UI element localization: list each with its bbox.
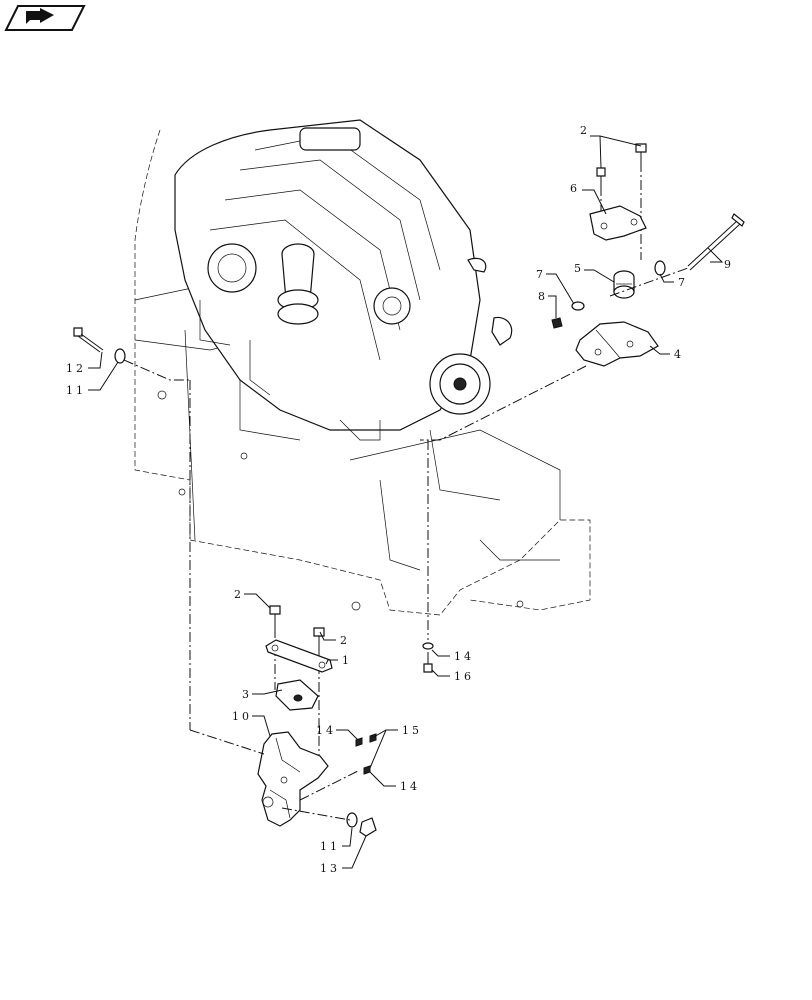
washer-7-left	[571, 301, 585, 311]
callout-9: 9	[724, 258, 734, 271]
callout-15: 15	[402, 724, 422, 737]
callout-3: 3	[242, 688, 252, 701]
washer-11-bottom	[346, 812, 358, 828]
callout-1: 1	[342, 654, 352, 667]
callout-13: 13	[320, 862, 340, 875]
washer-11-top	[114, 348, 126, 364]
callout-labels: 2 6 5 9 7 7 8 4 12 11 2 2 1 14 16 3 10 1…	[66, 124, 734, 875]
bolt-16	[423, 652, 433, 673]
bolt-2-top	[596, 143, 647, 186]
bolt-9	[687, 213, 745, 271]
callout-7-right: 7	[678, 276, 688, 289]
washer-7-right	[654, 260, 666, 276]
callout-2-lower-right: 2	[340, 634, 350, 647]
callout-7-left: 7	[536, 268, 546, 281]
plate-6	[589, 205, 647, 241]
callout-2-top: 2	[580, 124, 590, 137]
callout-11-bottom: 11	[320, 840, 340, 853]
nut-14-b	[363, 765, 371, 775]
callout-10: 10	[232, 710, 252, 723]
strap-1	[265, 639, 333, 673]
leader-lines	[88, 135, 724, 869]
callout-8: 8	[538, 290, 548, 303]
callout-14-left: 14	[316, 724, 336, 737]
block-3	[275, 679, 319, 711]
callout-4: 4	[674, 348, 684, 361]
nut-8	[551, 317, 563, 329]
bracket-4	[575, 321, 659, 367]
nut-13	[359, 817, 377, 837]
callout-11-top: 11	[66, 384, 86, 397]
callout-6: 6	[570, 182, 580, 195]
callout-5: 5	[574, 262, 584, 275]
washer-14-center	[422, 642, 434, 650]
callout-14-center: 14	[454, 650, 474, 663]
callout-14-right: 14	[400, 780, 420, 793]
bolt-2-lower-left	[269, 605, 281, 628]
bracket-10	[257, 731, 329, 827]
engine	[174, 119, 513, 441]
callout-12: 12	[66, 362, 86, 375]
callout-16: 16	[454, 670, 474, 683]
page-turn-icon[interactable]	[4, 5, 86, 31]
bolt-12	[73, 327, 104, 353]
callout-2-lower-left: 2	[234, 588, 244, 601]
